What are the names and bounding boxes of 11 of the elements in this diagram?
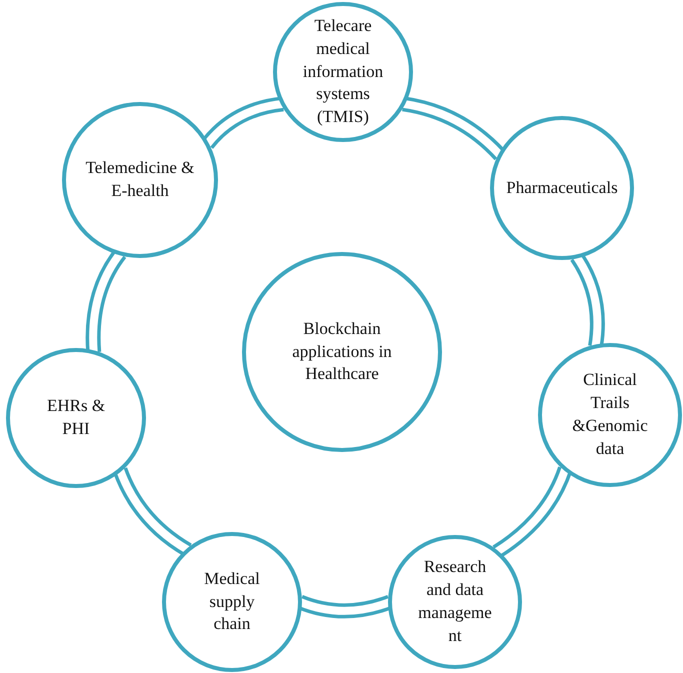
topic-label: Telemedicine & E-health <box>84 157 196 202</box>
double-ring-connector <box>402 96 506 160</box>
topic-label: Research and data manageme nt <box>417 556 493 647</box>
topic-label: Clinical Trails &Genomic data <box>571 369 649 460</box>
topic-label: Medical supply chain <box>203 568 261 636</box>
topic-label: EHRs & PHI <box>46 395 106 440</box>
double-ring-connector <box>492 466 572 558</box>
topic-label: Telecare medical information systems (TMIS) <box>302 14 384 128</box>
topic-label: Pharmaceuticals <box>505 176 619 199</box>
double-ring-connector <box>113 467 192 556</box>
topic-label: Blockchain applications in Healthcare <box>291 318 393 386</box>
